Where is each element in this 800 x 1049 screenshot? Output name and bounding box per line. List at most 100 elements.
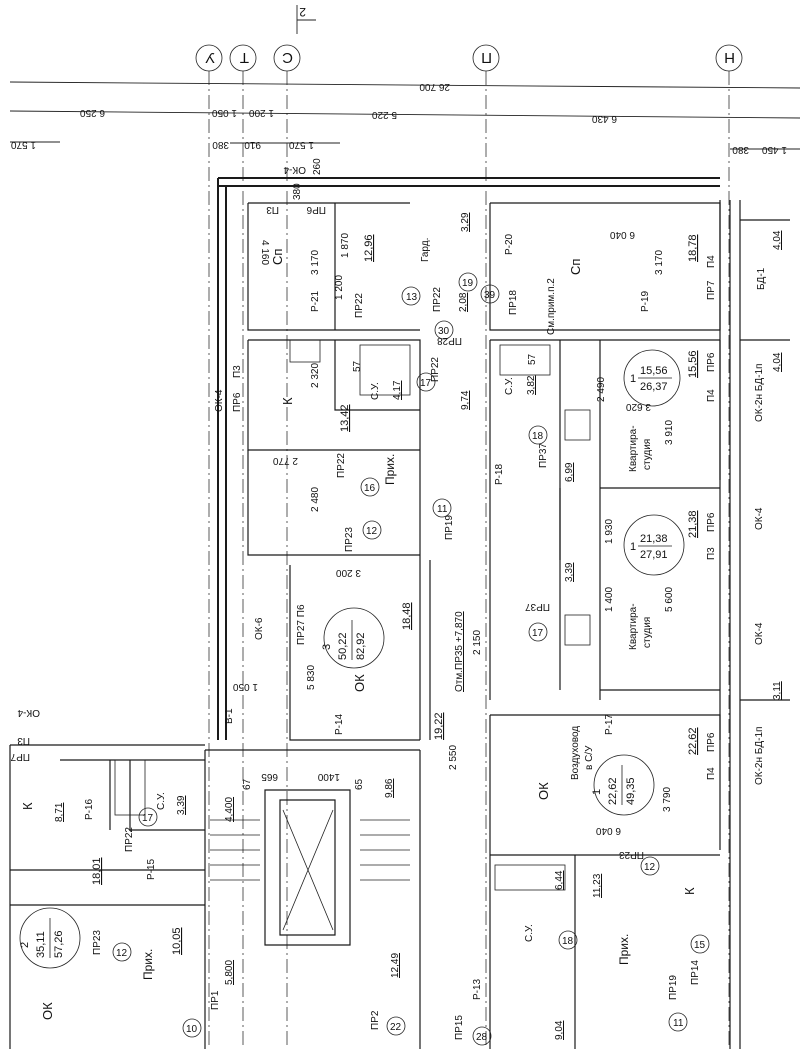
tag-p3: П3	[266, 204, 279, 215]
tag-bd1: БД-1	[756, 267, 767, 290]
door-tag: ПР18	[508, 290, 519, 315]
dim-260: 260	[312, 158, 323, 175]
tag-pr6: ПР6	[306, 204, 326, 215]
dim-s1: 1 570	[11, 139, 36, 150]
room-tag-1: Р-16	[84, 798, 95, 820]
dim-h1: 1 870	[340, 233, 351, 258]
stair-label-1: 4,400	[224, 797, 235, 822]
tag-p4: П4	[706, 389, 717, 402]
living-area: 22,62	[607, 777, 619, 805]
kitchenette-area: 6,99	[564, 462, 575, 482]
room-name: С.У.	[370, 382, 381, 400]
door-tag-5: ПР2	[370, 1010, 381, 1030]
apartment-studio-1: 1 15,56 26,37 Квартира- студия 15,56 3 6…	[596, 230, 783, 472]
corridor-area: 19,22	[433, 712, 445, 740]
room-name: Прих.	[383, 454, 397, 485]
stair-label-4: 5,800	[224, 960, 235, 985]
room-area: 9,74	[460, 390, 471, 410]
tag-p3: П3	[17, 735, 30, 746]
dim-h: 3 910	[664, 420, 675, 445]
door-tag: ПР22	[354, 293, 365, 318]
bath-name: С.У.	[524, 924, 535, 942]
room-tag: Р-14	[334, 713, 345, 735]
tag-pr6: ПР6	[706, 732, 717, 752]
area-1: 6,44	[554, 870, 565, 890]
living-area: 50,22	[337, 632, 349, 660]
room-name: С.У.	[504, 377, 515, 395]
living-area: 15,56	[640, 365, 668, 377]
kitchen-name: К	[682, 887, 697, 895]
dim-s5: 380	[732, 144, 749, 155]
dim-h: 5 600	[664, 587, 675, 612]
tag-p3: П3	[232, 365, 243, 378]
bath-name: С.У.	[156, 792, 167, 810]
label-57: 57	[527, 353, 538, 365]
dim-h2: 2 480	[310, 487, 321, 512]
axis-s-label: С	[282, 49, 293, 66]
mark-19: 19	[462, 278, 474, 289]
door-tag-2: ПР28	[437, 335, 462, 346]
mark-30: 30	[438, 326, 450, 337]
room-tag: Р-18	[494, 463, 505, 485]
axis-u-label: У	[205, 49, 215, 66]
dim-d5: 6 430	[592, 113, 617, 124]
dim-380: 380	[292, 183, 303, 200]
room-name: ОК	[352, 674, 367, 692]
room-bedroom-right: Сп Р-20 ПР18 См.прим.п.2 6 040 3 170 Р-1…	[458, 229, 767, 335]
mark-16: 16	[364, 483, 376, 494]
label-404: 4,04	[772, 352, 783, 372]
duct-line1: Воздуховод	[570, 726, 581, 780]
room-area: 13,42	[339, 404, 351, 432]
door-tag: ПР37	[538, 443, 549, 468]
window-ok6: ОК-6	[254, 617, 265, 640]
corridor-area: 18,01	[91, 857, 103, 885]
dim-h: 3 790	[662, 787, 673, 812]
total-area: 82,92	[355, 632, 367, 660]
door-tag-3: ПР19	[444, 515, 455, 540]
top-dimensions: 26 700 6 250 1 050 1 200 5 220 6 430 1 5…	[9, 81, 800, 200]
dim-w: 6 040	[596, 825, 621, 836]
hall-name: Прих.	[141, 949, 155, 980]
room-tag: Р-13	[472, 978, 483, 1000]
label-65: 65	[354, 778, 365, 790]
window-ok4: ОК-4	[17, 707, 40, 718]
hall-name: Прих.	[617, 934, 631, 965]
apartment-number: 1	[630, 541, 636, 553]
tag-p4: П4	[706, 255, 717, 268]
room-tag-2: Р-15	[146, 858, 157, 880]
dim-1050: 1 050	[233, 681, 258, 692]
name-line1: Квартира-	[628, 425, 639, 472]
mark-15: 15	[694, 940, 706, 951]
hall-area: 10,05	[171, 927, 183, 955]
bath-area: 3,39	[176, 795, 187, 815]
room-name: Гард.	[420, 238, 431, 262]
room-area: 3,29	[460, 212, 471, 232]
stair-label-3: 12,49	[390, 953, 401, 978]
mark-13: 13	[406, 292, 418, 303]
dim-w: 3 200	[336, 567, 361, 578]
door-tag-2: ПР23	[344, 527, 355, 552]
window-tag: ОК-2н БД-1п	[754, 364, 765, 422]
mark-18: 18	[562, 936, 574, 947]
apartment-number: 3	[321, 644, 333, 650]
room-area: 12,96	[363, 234, 375, 262]
window-ok4-2: ОК-4	[754, 622, 765, 645]
note: См.прим.п.2	[546, 278, 557, 335]
name-line1: Квартира-	[628, 603, 639, 650]
door-tag: ПР22	[336, 453, 347, 478]
dim-h: 3 170	[654, 250, 665, 275]
room-kitchen: К 13,42 2 320 2 770 2 480 П3 ПР6 ОК-4	[214, 363, 351, 512]
section-marker-label: 2	[299, 5, 306, 19]
dim-h2: 1 930	[604, 519, 615, 544]
room-name: ОК	[40, 1002, 55, 1020]
label-665: 665	[261, 771, 278, 782]
mark-17: 17	[420, 378, 432, 389]
door-tag: ПР37	[525, 601, 550, 612]
room-hall-1: Прих. 9,74 16 ПР22 12 ПР23 ПР19 11	[336, 390, 471, 552]
dim-total: 26 700	[419, 81, 450, 92]
mark-17: 17	[532, 628, 544, 639]
room-bedroom-left: Сп 12,96 Р-21 ПР22 4 160 1 870 3 170 1 2…	[259, 204, 375, 318]
room-name: Сп	[270, 249, 285, 265]
axis-p-label: П	[481, 49, 492, 66]
total-area: 57,26	[53, 930, 65, 958]
